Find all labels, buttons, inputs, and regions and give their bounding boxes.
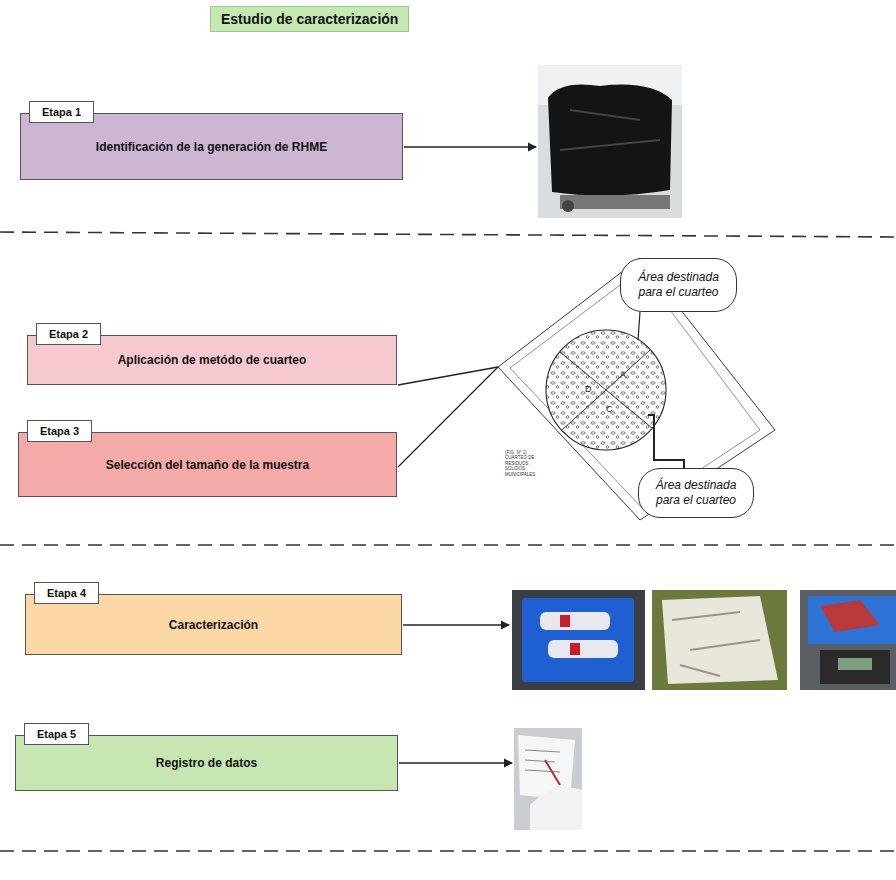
process-box: Etapa 2Aplicación de metódo de cuarteo (27, 335, 397, 385)
process-box: Etapa 1Identificación de la generación d… (20, 113, 403, 180)
stage-tab: Etapa 1 (29, 101, 94, 123)
photo-waste-bag (538, 65, 682, 218)
stage-title: Caracterización (159, 618, 268, 632)
callout-bubble: Área destinada para el cuarteo (620, 258, 737, 312)
photo-data-record (514, 728, 582, 830)
figure-caption: (FIG. N° 1) CUARTEO DE RESIDUOS SOLIDOS … (505, 450, 547, 477)
stage-tab: Etapa 2 (36, 323, 101, 345)
callout-text: Área destinada para el cuarteo (639, 476, 753, 510)
stage-title: Aplicación de metódo de cuarteo (108, 353, 317, 367)
stage-title: Selección del tamaño de la muestra (96, 458, 319, 472)
stage-title: Registro de datos (146, 756, 267, 770)
svg-text:C: C (606, 404, 613, 414)
process-box: Etapa 4Caracterización (25, 594, 402, 655)
callout-text: Área destinada para el cuarteo (621, 268, 736, 302)
separator-line (0, 232, 896, 851)
stage-title: Identificación de la generación de RHME (86, 140, 337, 154)
svg-text:A: A (620, 370, 626, 380)
quartering-figure: D A C (498, 258, 775, 520)
callout-bubble: Área destinada para el cuarteo (638, 468, 754, 518)
process-box: Etapa 3Selección del tamaño de la muestr… (18, 432, 397, 497)
title-box: Estudio de caracterización (210, 6, 409, 32)
process-box: Etapa 5Registro de datos (15, 735, 398, 791)
stage-tab: Etapa 5 (24, 723, 89, 745)
photo-characterization (512, 590, 896, 690)
svg-text:D: D (585, 384, 592, 394)
stage-tab: Etapa 4 (34, 582, 99, 604)
stage-tab: Etapa 3 (27, 420, 92, 442)
